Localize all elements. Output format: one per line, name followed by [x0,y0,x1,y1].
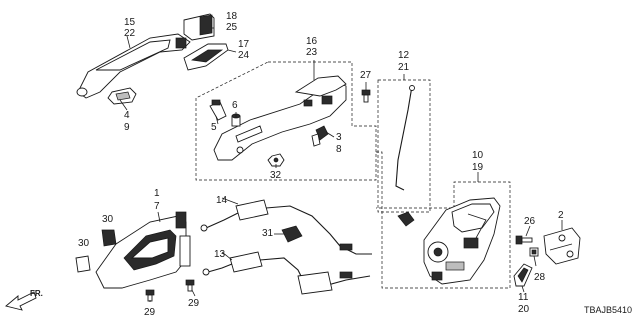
front-direction-label: FR. [30,289,43,298]
handle-frame-part[interactable] [213,75,347,161]
front-direction-arrow [5,291,37,311]
cap-part-30a[interactable] [101,229,117,247]
callout-12[interactable]: 12 [398,50,410,61]
handle-gasket-part[interactable] [107,87,137,105]
screw-part-29b[interactable] [185,279,195,292]
latch-group-box [376,151,511,289]
bolt-part-5[interactable] [209,99,227,121]
cap-part-30b[interactable] [75,255,91,273]
callout-32[interactable]: 32 [270,170,282,181]
callout-7[interactable]: 7 [154,201,160,212]
callout-1[interactable]: 1 [154,188,160,199]
callout-30-a[interactable]: 30 [102,214,114,225]
callout-16[interactable]: 16 [306,36,318,47]
callout-13[interactable]: 13 [214,249,226,260]
callout-30-b[interactable]: 30 [78,238,90,249]
bolt-part-26[interactable] [515,235,533,245]
callout-29-a[interactable]: 29 [144,307,156,318]
latch-cover-part-11[interactable] [513,263,533,287]
clip-part-3[interactable] [311,125,329,147]
screw-part-27[interactable] [361,89,371,103]
callout-2[interactable]: 2 [558,210,564,221]
callout-17[interactable]: 17 [238,39,250,50]
callout-19[interactable]: 19 [472,162,484,173]
callout-18[interactable]: 18 [226,11,238,22]
callout-5[interactable]: 5 [211,122,217,133]
callout-20[interactable]: 20 [518,304,530,315]
callout-8[interactable]: 8 [336,144,342,155]
leader-lines [119,27,563,302]
striker-part-2[interactable] [543,227,581,265]
callout-27[interactable]: 27 [360,70,372,81]
callout-26[interactable]: 26 [524,216,536,227]
callout-6[interactable]: 6 [232,100,238,111]
cable-clip-part-31[interactable] [281,225,303,243]
outer-door-handle-part[interactable] [76,33,191,99]
callout-29-b[interactable]: 29 [188,298,200,309]
callout-14[interactable]: 14 [216,195,228,206]
callout-25[interactable]: 25 [226,22,238,33]
callout-15[interactable]: 15 [124,17,136,28]
callout-24[interactable]: 24 [238,50,250,61]
callout-23[interactable]: 23 [306,47,318,58]
callout-31[interactable]: 31 [262,228,274,239]
handle-protector-part[interactable] [183,43,229,71]
callout-21[interactable]: 21 [398,62,410,73]
nut-part-32[interactable] [267,153,285,167]
callout-28[interactable]: 28 [534,272,546,283]
callout-9[interactable]: 9 [124,122,130,133]
screw-part-29a[interactable] [145,289,155,302]
cable-part-13[interactable] [202,251,371,295]
callout-10[interactable]: 10 [472,150,484,161]
rod-group-box [377,79,431,213]
shim-part-28[interactable] [529,247,539,257]
diagram-code: TBAJB5410 [584,305,632,315]
callout-4[interactable]: 4 [124,110,130,121]
cable-part-14[interactable] [200,199,372,255]
handle-cover-part[interactable] [183,13,215,41]
lock-rod-part[interactable] [395,85,415,191]
inner-handle-part[interactable] [95,211,191,289]
rod-clip-part[interactable] [397,211,415,227]
door-latch-part[interactable] [423,197,501,285]
callout-11[interactable]: 11 [518,292,529,303]
callout-22[interactable]: 22 [124,28,136,39]
callout-3[interactable]: 3 [336,132,342,143]
